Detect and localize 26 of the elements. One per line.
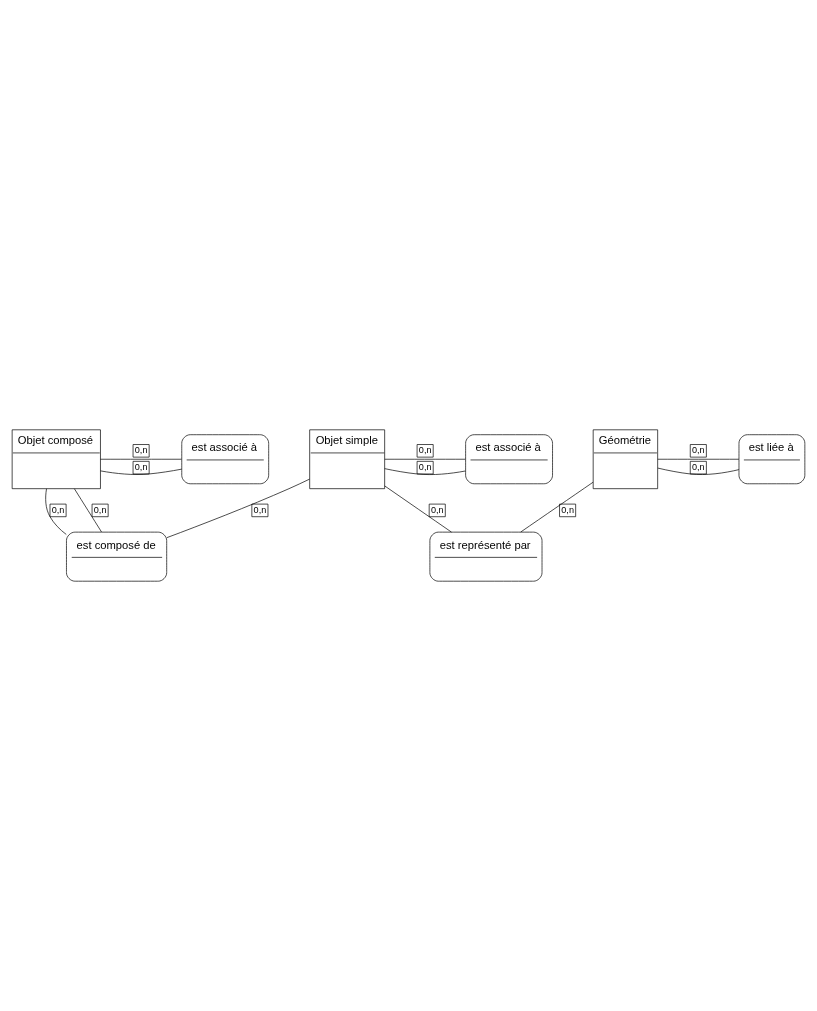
node-box: est associé à [465, 434, 553, 485]
connector [166, 478, 310, 538]
edge-label: 0,n [134, 445, 148, 456]
node-box: est liée à [738, 434, 806, 485]
connector [100, 458, 182, 460]
edge-label: 0,n [134, 462, 148, 473]
connector [657, 467, 740, 475]
connector [74, 488, 102, 533]
edge-label: 0,n [692, 462, 705, 473]
connector [384, 485, 452, 533]
node-box: est composé de [66, 531, 168, 582]
node-box: est représenté par [429, 531, 543, 582]
connector [384, 458, 466, 460]
connector [45, 488, 67, 535]
connector [520, 481, 594, 533]
connector [384, 468, 466, 475]
edge-label: 0,n [93, 504, 107, 515]
edge-label: 0,n [418, 462, 432, 473]
edge-label: 0,n [253, 504, 267, 515]
edge-label: 0,n [430, 504, 444, 515]
edge-label: 0,n [692, 445, 705, 456]
edge-label: 0,n [51, 504, 65, 515]
connector [100, 468, 182, 475]
edge-label: 0,n [418, 445, 432, 456]
edge-label: 0,n [561, 504, 574, 515]
node-box: est associé à [181, 434, 270, 485]
